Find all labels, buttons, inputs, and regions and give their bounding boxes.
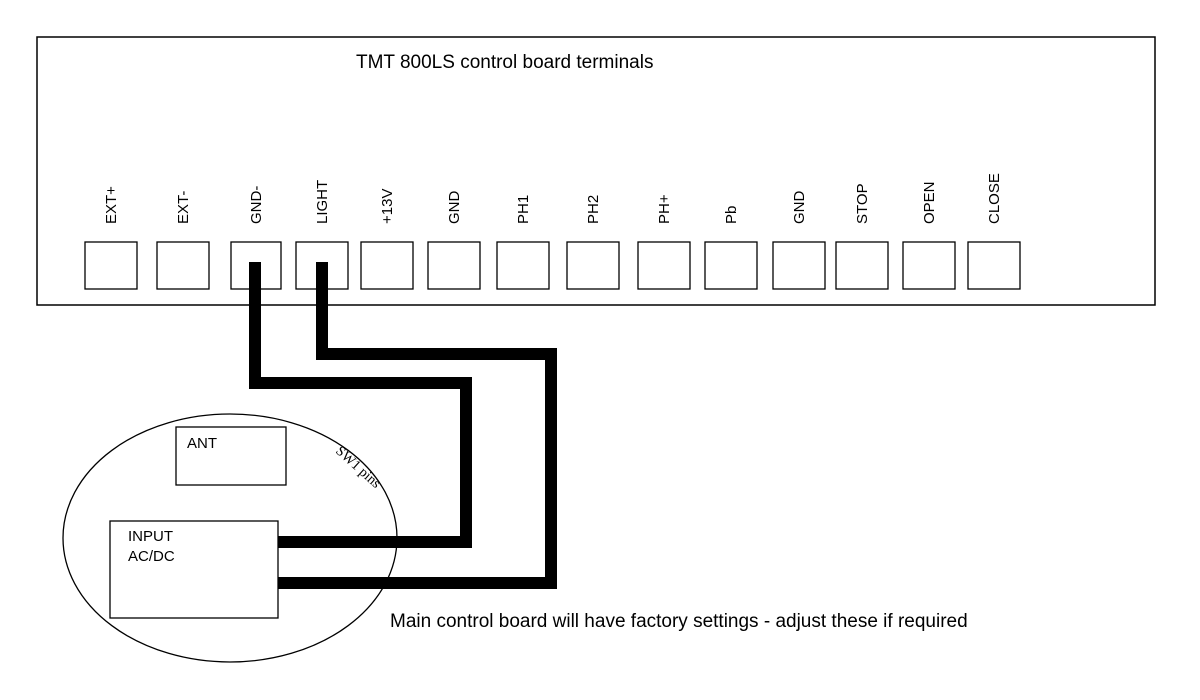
terminal-label-4-light: LIGHT: [314, 180, 331, 224]
terminal-13-open: [902, 241, 956, 290]
terminal-6-gnd: [427, 241, 481, 290]
ant-block: [175, 426, 287, 486]
terminal-5-plus13v: [360, 241, 414, 290]
control-board: [36, 36, 1156, 306]
ant-label: ANT: [187, 435, 217, 452]
input-label-line2: AC/DC: [128, 548, 175, 565]
terminal-label-14-close: CLOSE: [986, 173, 1003, 224]
terminal-label-7-ph1: PH1: [515, 195, 532, 224]
board-title: TMT 800LS control board terminals: [356, 52, 653, 73]
terminal-label-1-extplus: EXT+: [103, 186, 120, 224]
terminal-strip: EXT+ EXT- GND- LIGHT +13V GND PH1 PH2 PH+ Pb GND ST…: [84, 173, 1021, 290]
terminal-label-8-ph2: PH2: [585, 195, 602, 224]
terminal-2-extminus: [156, 241, 210, 290]
terminal-label-6-gnd: GND: [446, 191, 463, 225]
terminal-14-close: [967, 241, 1021, 290]
terminal-7-ph1: [496, 241, 550, 290]
terminal-label-12-stop: STOP: [854, 183, 871, 224]
terminal-label-10-pb: Pb: [723, 206, 740, 224]
wire-light: [278, 262, 557, 589]
input-block: [109, 520, 279, 619]
terminal-label-9-phplus: PH+: [656, 194, 673, 224]
terminal-label-11-gnd: GND: [791, 191, 808, 225]
terminal-12-stop: [835, 241, 889, 290]
terminal-11-gnd: [772, 241, 826, 290]
terminal-8-ph2: [566, 241, 620, 290]
terminal-label-5-plus13v: +13V: [379, 189, 396, 224]
input-label-line1: INPUT: [128, 528, 173, 545]
terminal-label-13-open: OPEN: [921, 181, 938, 224]
terminal-label-2-extminus: EXT-: [175, 191, 192, 224]
sw1-pins-label: SW1 pins: [332, 444, 383, 492]
terminal-1-extplus: [84, 241, 138, 290]
wire-gnd: [249, 262, 472, 548]
terminal-label-3-gndminus: GND-: [248, 186, 265, 224]
factory-settings-note: Main control board will have factory set…: [390, 611, 968, 632]
terminal-9-phplus: [637, 241, 691, 290]
terminal-10-pb: [704, 241, 758, 290]
